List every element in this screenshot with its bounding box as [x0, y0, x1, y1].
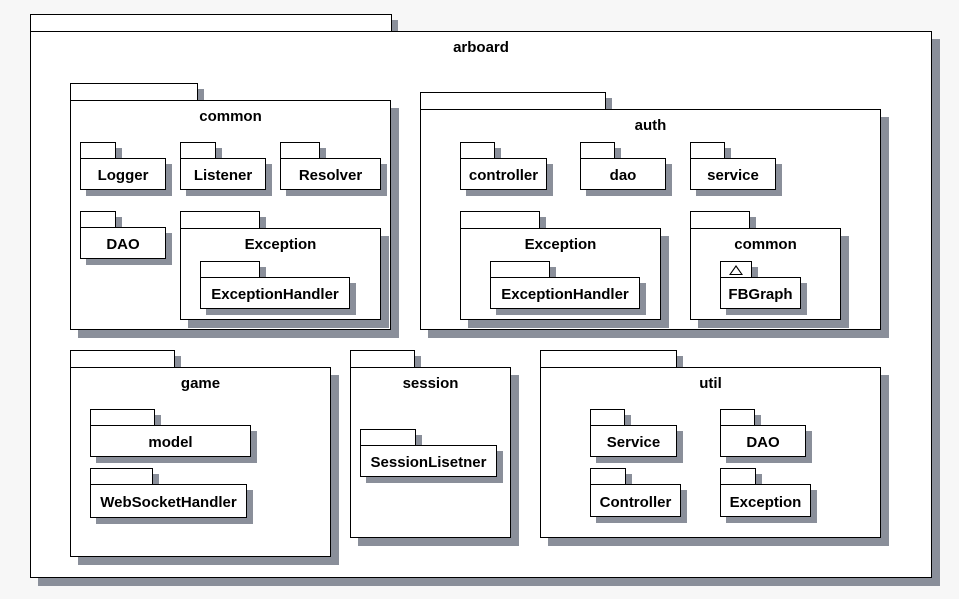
package-session-listener: SessionLisetner: [360, 429, 497, 477]
package-auth-fbgraph: FBGraph: [720, 261, 801, 309]
package-auth-controller: controller: [460, 142, 547, 190]
package-label-controller: controller: [468, 167, 539, 184]
package-auth-common: common: [690, 211, 841, 320]
package-label-sessionlisetner: SessionLisetner: [370, 454, 487, 471]
package-label-dao: DAO: [106, 236, 140, 253]
package-listener: Listener: [180, 142, 266, 190]
package-auth-dao: dao: [580, 142, 666, 190]
package-util-controller: Controller: [590, 468, 681, 517]
package-label-exceptionhandler: ExceptionHandler: [211, 286, 339, 303]
package-label-exception: Exception: [524, 236, 597, 253]
package-label-logger: Logger: [97, 167, 149, 184]
package-game: game: [70, 350, 331, 557]
package-label-dao: dao: [609, 167, 637, 184]
package-auth-exceptionhandler: ExceptionHandler: [490, 261, 640, 309]
package-label-exceptionhandler: ExceptionHandler: [501, 286, 629, 303]
package-game-model: model: [90, 409, 251, 457]
package-label-resolver: Resolver: [298, 167, 363, 184]
package-label-listener: Listener: [193, 167, 253, 184]
package-label-service: service: [707, 167, 759, 184]
package-tab: [70, 83, 198, 101]
package-tab: [30, 14, 392, 32]
abstract-triangle-icon: [729, 265, 743, 275]
package-label-common: common: [734, 236, 797, 253]
package-util-exception: Exception: [720, 468, 811, 517]
package-label-auth: auth: [634, 117, 667, 134]
package-label-util: util: [699, 375, 722, 392]
package-label-dao: DAO: [746, 434, 780, 451]
package-common-exceptionhandler: ExceptionHandler: [200, 261, 350, 309]
package-label-model: model: [148, 434, 193, 451]
package-label-session: session: [402, 375, 459, 392]
package-dao: DAO: [80, 211, 166, 259]
package-label-game: game: [180, 375, 221, 392]
package-label-fbgraph: FBGraph: [728, 286, 793, 303]
package-label-exception: Exception: [729, 494, 802, 511]
package-label-service: Service: [606, 434, 661, 451]
package-label-common: common: [199, 108, 262, 125]
package-util-dao: DAO: [720, 409, 806, 457]
package-label-exception: Exception: [244, 236, 317, 253]
package-logger: Logger: [80, 142, 166, 190]
package-game-websockethandler: WebSocketHandler: [90, 468, 247, 518]
package-resolver: Resolver: [280, 142, 381, 190]
package-auth-service: service: [690, 142, 776, 190]
package-util-service: Service: [590, 409, 677, 457]
package-label-controller: Controller: [599, 494, 672, 511]
package-label-websockethandler: WebSocketHandler: [100, 494, 237, 511]
package-label-arboard: arboard: [453, 39, 509, 56]
